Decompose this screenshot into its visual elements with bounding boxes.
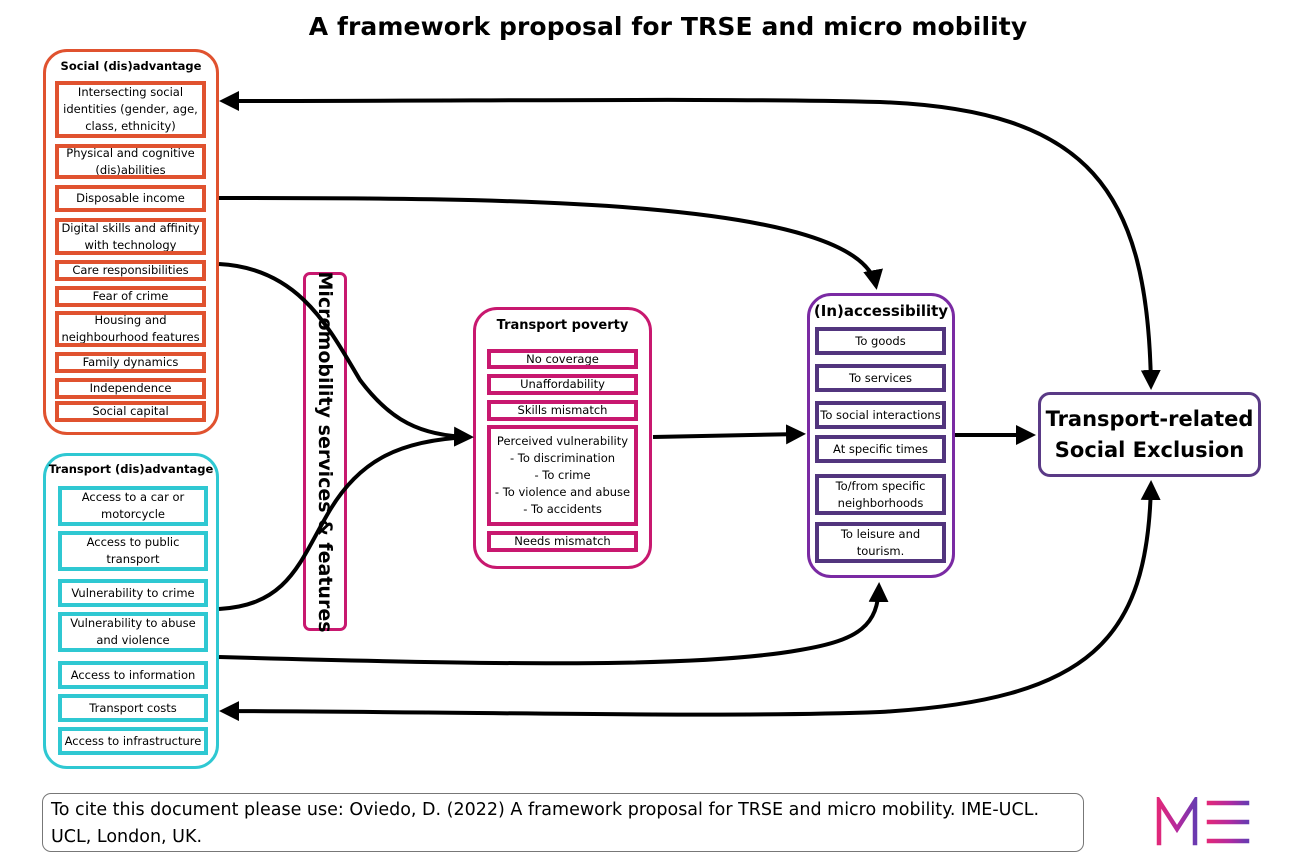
social-item-independence: Independence (55, 378, 206, 399)
social-item-identities: Intersecting social identities (gender, … (55, 81, 206, 138)
social-item-housing: Housing and neighbourhood features (55, 311, 206, 347)
arrow-income-accessibility (218, 196, 883, 290)
page-title: A framework proposal for TRSE and micro … (308, 12, 1028, 41)
poverty-item-skills: Skills mismatch (487, 400, 638, 421)
trse-outcome-label: Transport-related Social Exclusion (1045, 406, 1254, 462)
social-item-family: Family dynamics (55, 352, 206, 373)
transport-disadvantage-title: Transport (dis)advantage (48, 462, 214, 476)
transport-item-abuse: Vulnerability to abuse and violence (58, 612, 208, 652)
social-item-capital: Social capital (55, 401, 206, 422)
social-item-care: Care responsibilities (55, 260, 206, 281)
citation-box: To cite this document please use: Oviedo… (42, 793, 1084, 852)
arrow-care-junction (218, 262, 474, 447)
ime-logo-icon (1144, 797, 1250, 846)
transport-item-information: Access to information (58, 661, 208, 689)
access-item-social: To social interactions (815, 401, 946, 429)
transport-item-infrastructure: Access to infrastructure (58, 727, 208, 755)
arrow-crime-junction (218, 435, 471, 611)
transport-item-costs: Transport costs (58, 694, 208, 722)
transport-item-car: Access to a car or motorcycle (58, 486, 208, 526)
social-item-income: Disposable income (55, 185, 206, 212)
arrow-poverty-accessibility (652, 424, 806, 445)
trse-outcome-box: Transport-related Social Exclusion (1038, 392, 1261, 477)
arrow-information-accessibility (218, 582, 889, 666)
social-disadvantage-title: Social (dis)advantage (60, 59, 202, 73)
social-item-fear-crime: Fear of crime (55, 286, 206, 307)
access-item-times: At specific times (815, 435, 946, 463)
transport-item-crime: Vulnerability to crime (58, 579, 208, 607)
transport-item-public: Access to public transport (58, 531, 208, 571)
social-item-digital-skills: Digital skills and affinity with technol… (55, 218, 206, 255)
social-disadvantage-group: Social (dis)advantage (43, 49, 219, 435)
transport-disadvantage-group: Transport (dis)advantage (43, 453, 219, 769)
arrow-costs-trse (219, 480, 1161, 722)
social-item-abilities: Physical and cognitive (dis)abilities (55, 144, 206, 179)
arrow-identities-trse (219, 90, 1161, 390)
